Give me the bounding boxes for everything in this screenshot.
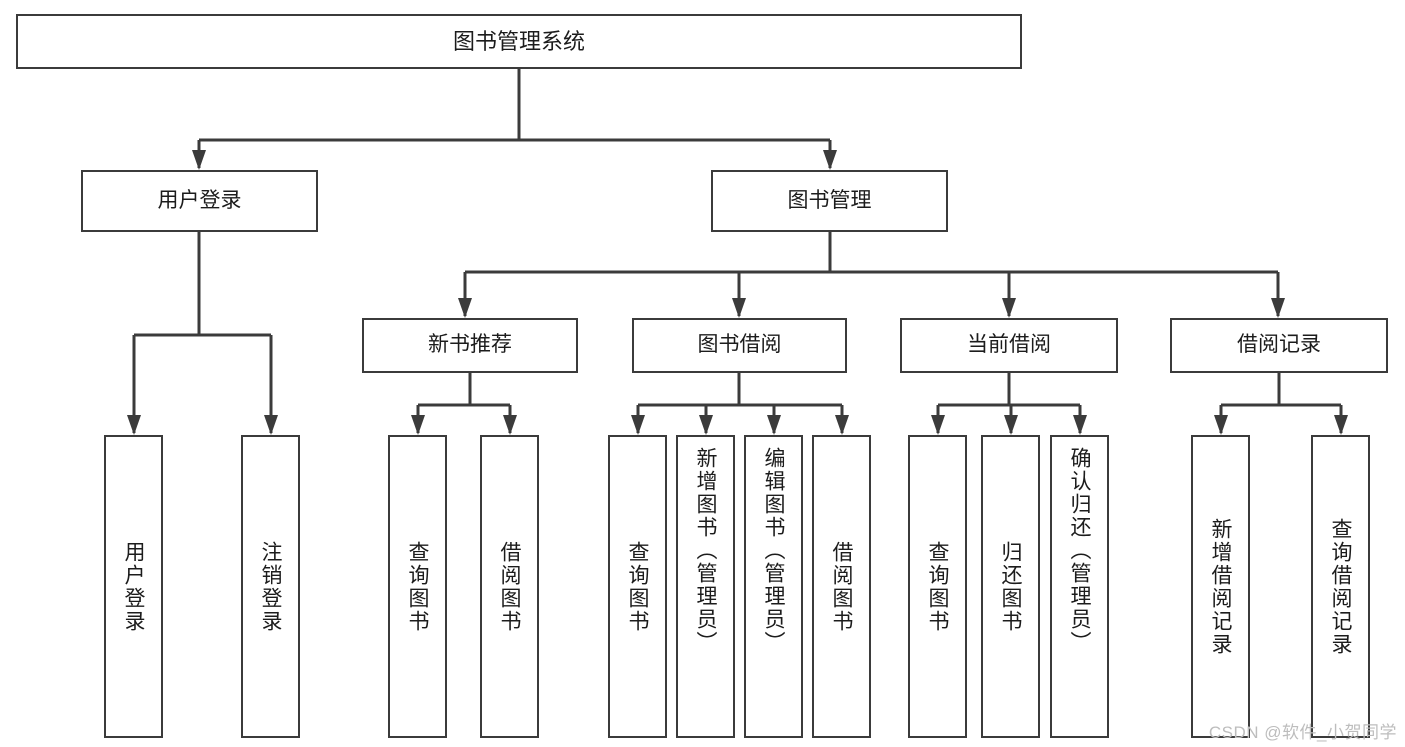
node-label: 查询图书 [926, 540, 949, 633]
node-label: 编辑图书（管理员） [762, 447, 785, 654]
leaf-user-login[interactable]: 用户登录 [104, 435, 163, 738]
node-label: 借阅图书 [498, 540, 521, 633]
leaf-query-book-borrow[interactable]: 查询图书 [608, 435, 667, 738]
node-label: 新书推荐 [428, 333, 512, 357]
leaf-logout[interactable]: 注销登录 [241, 435, 300, 738]
node-label: 归还图书 [999, 540, 1022, 633]
node-borrow-record[interactable]: 借阅记录 [1170, 318, 1388, 373]
node-label: 当前借阅 [967, 333, 1051, 357]
node-label: 确认归还（管理员） [1068, 447, 1091, 654]
node-label: 用户登录 [157, 188, 242, 212]
watermark: CSDN @软件_小贺同学 [1208, 723, 1397, 742]
node-label: 查询图书 [626, 540, 649, 633]
node-new-book-recommendation[interactable]: 新书推荐 [362, 318, 578, 373]
node-label: 借阅记录 [1237, 333, 1321, 357]
leaf-add-book-admin[interactable]: 新增图书（管理员） [676, 435, 735, 738]
leaf-query-borrow-record[interactable]: 查询借阅记录 [1311, 435, 1370, 738]
leaf-borrow-book[interactable]: 借阅图书 [812, 435, 871, 738]
node-book-borrow[interactable]: 图书借阅 [632, 318, 847, 373]
node-current-borrow[interactable]: 当前借阅 [900, 318, 1118, 373]
leaf-edit-book-admin[interactable]: 编辑图书（管理员） [744, 435, 803, 738]
node-label: 查询借阅记录 [1329, 517, 1352, 656]
node-book-management[interactable]: 图书管理 [711, 170, 948, 232]
node-label: 新增图书（管理员） [694, 447, 717, 654]
node-label: 图书借阅 [697, 333, 782, 357]
node-label: 图书管理系统 [452, 28, 585, 54]
leaf-add-borrow-record[interactable]: 新增借阅记录 [1191, 435, 1250, 738]
leaf-confirm-return-admin[interactable]: 确认归还（管理员） [1050, 435, 1109, 738]
node-label: 用户登录 [122, 540, 145, 633]
node-label: 借阅图书 [830, 540, 853, 633]
node-label: 新增借阅记录 [1209, 517, 1232, 656]
node-label: 注销登录 [259, 540, 282, 633]
leaf-return-book[interactable]: 归还图书 [981, 435, 1040, 738]
node-label: 图书管理 [787, 188, 872, 212]
node-label: 查询图书 [406, 540, 429, 633]
leaf-query-book-current[interactable]: 查询图书 [908, 435, 967, 738]
node-root-system[interactable]: 图书管理系统 [16, 14, 1022, 69]
leaf-borrow-book-recommend[interactable]: 借阅图书 [480, 435, 539, 738]
leaf-query-book-recommend[interactable]: 查询图书 [388, 435, 447, 738]
node-user-login[interactable]: 用户登录 [81, 170, 318, 232]
